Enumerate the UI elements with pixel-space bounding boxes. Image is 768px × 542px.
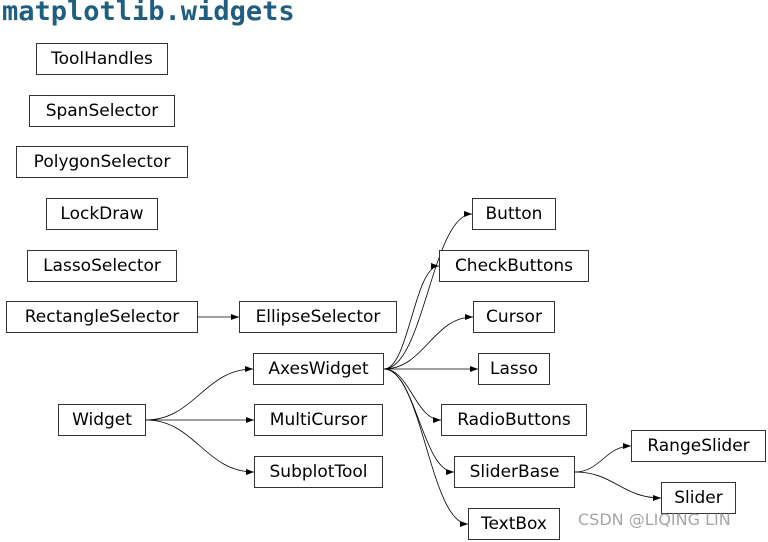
node-textbox: TextBox [468,508,560,540]
edge-widget-to-axeswidget [145,366,254,421]
node-radiobuttons: RadioButtons [441,404,587,436]
node-lassoselector: LassoSelector [27,250,177,282]
node-lockdraw: LockDraw [46,198,158,230]
node-ellipseselector: EllipseSelector [239,301,397,333]
node-button: Button [472,198,556,230]
node-slider: Slider [661,482,736,514]
node-subplottool: SubplotTool [254,456,383,488]
node-polygonselector: PolygonSelector [16,146,188,178]
edge-axeswidget-to-button [383,211,473,370]
watermark: CSDN @LIQING LIN [578,510,731,529]
node-widget: Widget [58,404,146,436]
node-axeswidget: AxesWidget [253,353,384,385]
node-toolhandles: ToolHandles [36,43,168,75]
node-rangeslider: RangeSlider [631,430,766,462]
edge-axeswidget-to-cursor [383,314,474,370]
edge-axeswidget-to-radiobuttons [383,368,442,423]
node-checkbuttons: CheckButtons [439,250,589,282]
node-lasso: Lasso [478,353,550,385]
node-spanselector: SpanSelector [29,95,175,127]
node-cursor: Cursor [473,301,555,333]
node-sliderbase: SliderBase [454,456,575,488]
diagram-title: matplotlib.widgets [2,0,295,27]
node-rectangleselector: RectangleSelector [6,301,198,333]
edge-axeswidget-to-checkbuttons [383,263,440,370]
edge-axeswidget-to-textbox [383,368,469,527]
edge-sliderbase-to-rangeslider [574,443,632,473]
edge-widget-to-subplottool [145,419,255,475]
node-multicursor: MultiCursor [254,404,383,436]
edge-sliderbase-to-slider [574,471,662,501]
